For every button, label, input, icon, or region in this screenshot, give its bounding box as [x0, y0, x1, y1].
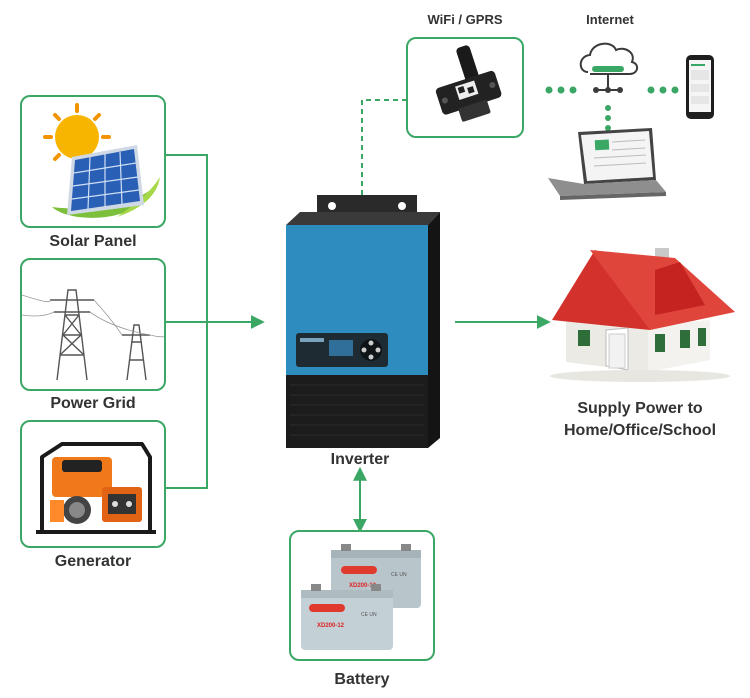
front-battery-cert: CE UN — [361, 612, 377, 618]
generator-icon — [36, 442, 156, 534]
solar-panel-label: Solar Panel — [49, 233, 137, 250]
dashed-wifi-line — [361, 99, 408, 195]
dotted-network-lines — [545, 86, 679, 131]
generator-box — [20, 420, 166, 548]
power-tower-icon — [22, 289, 164, 381]
supply-power-line1: Supply Power to — [577, 400, 703, 417]
battery-box: XD200-12 CE UN XD200-12 CE UN — [289, 530, 435, 661]
solar-panel-box — [20, 95, 166, 228]
solar-panel-icon — [43, 103, 160, 218]
battery-icon: XD200-12 CE UN XD200-12 CE UN — [301, 544, 421, 650]
internet-label: Internet — [586, 12, 634, 27]
power-grid-box — [20, 258, 166, 391]
back-battery-model: XD200-12 — [349, 583, 377, 589]
inverter-label: Inverter — [330, 451, 390, 468]
supply-power-line2: Home/Office/School — [563, 422, 717, 439]
back-battery-cert: CE UN — [391, 572, 407, 578]
generator-label: Generator — [54, 553, 132, 570]
front-battery-model: XD200-12 — [317, 623, 345, 629]
wifi-dongle-icon — [435, 45, 502, 122]
power-grid-label: Power Grid — [50, 395, 136, 412]
wifi-box — [406, 37, 524, 138]
battery-label: Battery — [334, 671, 390, 688]
wifi-label: WiFi / GPRS — [427, 12, 503, 27]
